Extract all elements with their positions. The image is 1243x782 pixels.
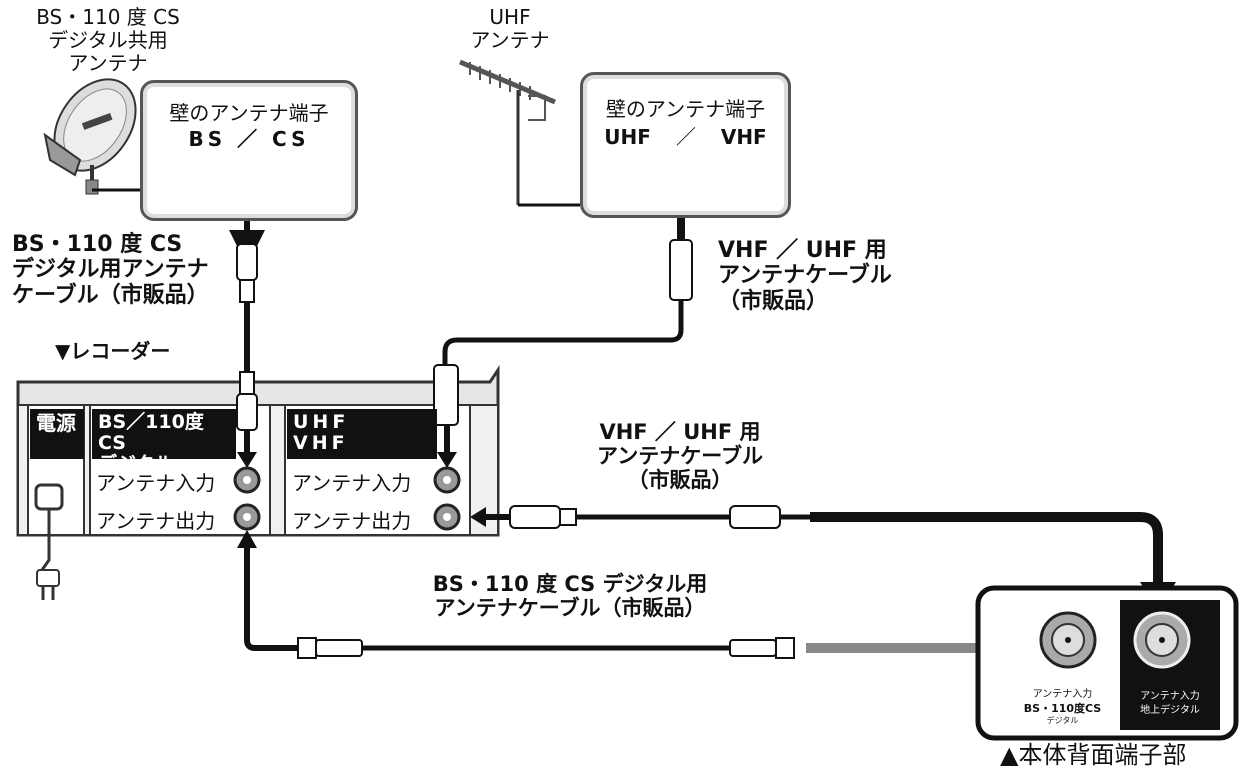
recorder-ports: [233, 466, 461, 531]
bs-cs-antenna-line3: アンテナ: [68, 51, 148, 75]
uhf-vhf-line2: VHF: [293, 431, 349, 454]
wall-terminal-bs-cs: 壁のアンテナ端子 BS ／ CS: [140, 80, 358, 221]
wall-terminal-uhf-sub-right: VHF: [720, 125, 767, 149]
vhf-cable-mid-line3: （市販品）: [627, 468, 733, 493]
wall-terminal-uhf: 壁のアンテナ端子 UHF ／ VHF: [580, 72, 791, 218]
rear-terrestrial-input-line1: アンテナ入力: [1140, 691, 1200, 702]
uhf-vhf-line1: UHF: [293, 411, 350, 433]
uhf-antenna-label: UHF アンテナ: [460, 6, 560, 52]
bs-cs-digital-line2: デジタル: [98, 452, 174, 475]
bs-antenna-input-label: アンテナ入力: [96, 471, 216, 495]
rear-bs-input-label: アンテナ入力 BS・110度CS デジタル: [1010, 688, 1115, 727]
bs-cable-top-line2: デジタル用アンテナ: [12, 257, 209, 283]
vhf-cable-mid-line1: VHF ／ UHF 用: [599, 420, 761, 444]
vhf-cable-mid-label: VHF ／ UHF 用 アンテナケーブル （市販品）: [555, 420, 805, 492]
wall-terminal-uhf-sub: UHF ／ VHF: [583, 121, 788, 150]
rear-bs-input-line3: デジタル: [1046, 716, 1079, 726]
vhf-cable-mid-line2: アンテナケーブル: [597, 444, 763, 469]
vhf-cable-top-line3: （市販品）: [718, 288, 829, 314]
recorder-caption: ▼レコーダー: [55, 339, 171, 363]
vhf-cable-top-line1: VHF ／ UHF 用: [718, 238, 887, 263]
bs-cs-digital-label: BS／110度CS デジタル: [92, 409, 236, 474]
uhf-antenna-input-label: アンテナ入力: [292, 471, 412, 495]
bs-cable-top-line1: BS・110 度 CS: [12, 232, 183, 257]
uhf-antenna-line2: アンテナ: [470, 28, 550, 52]
wall-terminal-bs-cs-sub: BS ／ CS: [188, 127, 310, 151]
rear-bs-input-line2: BS・110度CS: [1023, 701, 1102, 715]
rear-terrestrial-input-label: アンテナ入力 地上デジタル: [1122, 690, 1218, 717]
uhf-antenna-line1: UHF: [489, 5, 531, 29]
power-plug-icon: [34, 483, 64, 600]
bs-cable-wall-to-recorder: [229, 195, 265, 468]
uhf-antenna-icon: [459, 59, 580, 207]
rear-bs-input-line1: アンテナ入力: [1032, 689, 1093, 700]
rear-terrestrial-input-line2: 地上デジタル: [1140, 704, 1200, 716]
uhf-vhf-label: UHF VHF: [287, 409, 437, 459]
bs-cable-top-label: BS・110 度 CS デジタル用アンテナ ケーブル（市販品）: [12, 232, 209, 308]
uhf-antenna-output-label: アンテナ出力: [292, 509, 412, 533]
vhf-cable-top-line2: アンテナケーブル: [718, 263, 892, 289]
power-label: 電源: [30, 409, 84, 459]
bs-cable-top-line3: ケーブル（市販品）: [12, 282, 209, 308]
bs-antenna-output-label: アンテナ出力: [96, 509, 216, 533]
wall-terminal-bs-cs-title: 壁のアンテナ端子: [169, 101, 329, 125]
bs-cs-antenna-label: BS・110 度 CS デジタル共用 アンテナ: [8, 6, 208, 75]
bs-cs-antenna-line2: デジタル共用: [48, 28, 168, 52]
rear-caption: ▲本体背面端子部: [1000, 741, 1187, 769]
bs-cable-bottom-line2: アンテナケーブル（市販品）: [434, 596, 706, 621]
wall-terminal-uhf-title: 壁のアンテナ端子: [605, 97, 766, 121]
wall-terminal-uhf-sub-sep: ／: [675, 125, 696, 149]
bs-cable-recorder-to-rear: [237, 530, 1020, 668]
bs-cable-bottom-line1: BS・110 度 CS デジタル用: [432, 572, 708, 596]
rear-terminal-panel: [975, 585, 1239, 741]
satellite-dish-icon: [43, 78, 140, 195]
bs-cs-digital-line1: BS／110度CS: [98, 411, 204, 454]
vhf-cable-recorder-to-rear: [470, 505, 1176, 610]
vhf-cable-top-label: VHF ／ UHF 用 アンテナケーブル （市販品）: [718, 238, 892, 314]
bs-cable-bottom-label: BS・110 度 CS デジタル用 アンテナケーブル（市販品）: [380, 572, 760, 620]
bs-cs-antenna-line1: BS・110 度 CS: [36, 5, 180, 29]
wall-terminal-uhf-sub-left: UHF: [604, 125, 651, 149]
